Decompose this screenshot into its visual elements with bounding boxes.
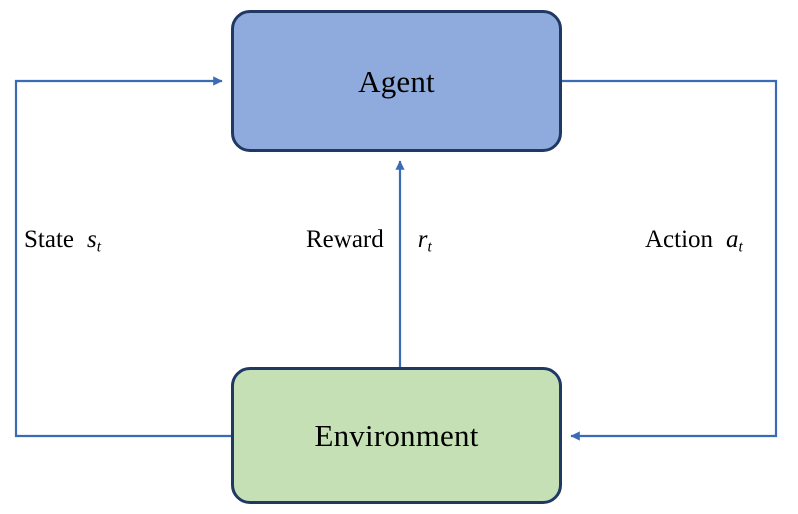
action-arrow [562,79,778,441]
reward-label-word: Reward [306,226,384,253]
state-symbol: st [87,226,102,256]
action-symbol-base: a [726,226,739,253]
state-symbol-subscript: t [96,238,102,256]
state-label-word: State [24,226,74,253]
state-symbol-base: s [87,226,97,253]
action-label-word: Action [645,226,714,253]
reward-symbol-base: r [417,226,428,253]
action-symbol: at [726,226,743,256]
agent-node[interactable]: Agent [231,10,562,152]
agent-node-label: Agent [358,63,435,99]
reward-edge-label: Reward rt [306,226,432,256]
state-arrow [14,76,231,438]
environment-node-label: Environment [314,418,479,453]
reward-symbol-subscript: t [427,238,432,256]
action-symbol-subscript: t [738,238,743,256]
environment-node[interactable]: Environment [231,367,562,504]
reward-symbol: rt [417,226,432,256]
